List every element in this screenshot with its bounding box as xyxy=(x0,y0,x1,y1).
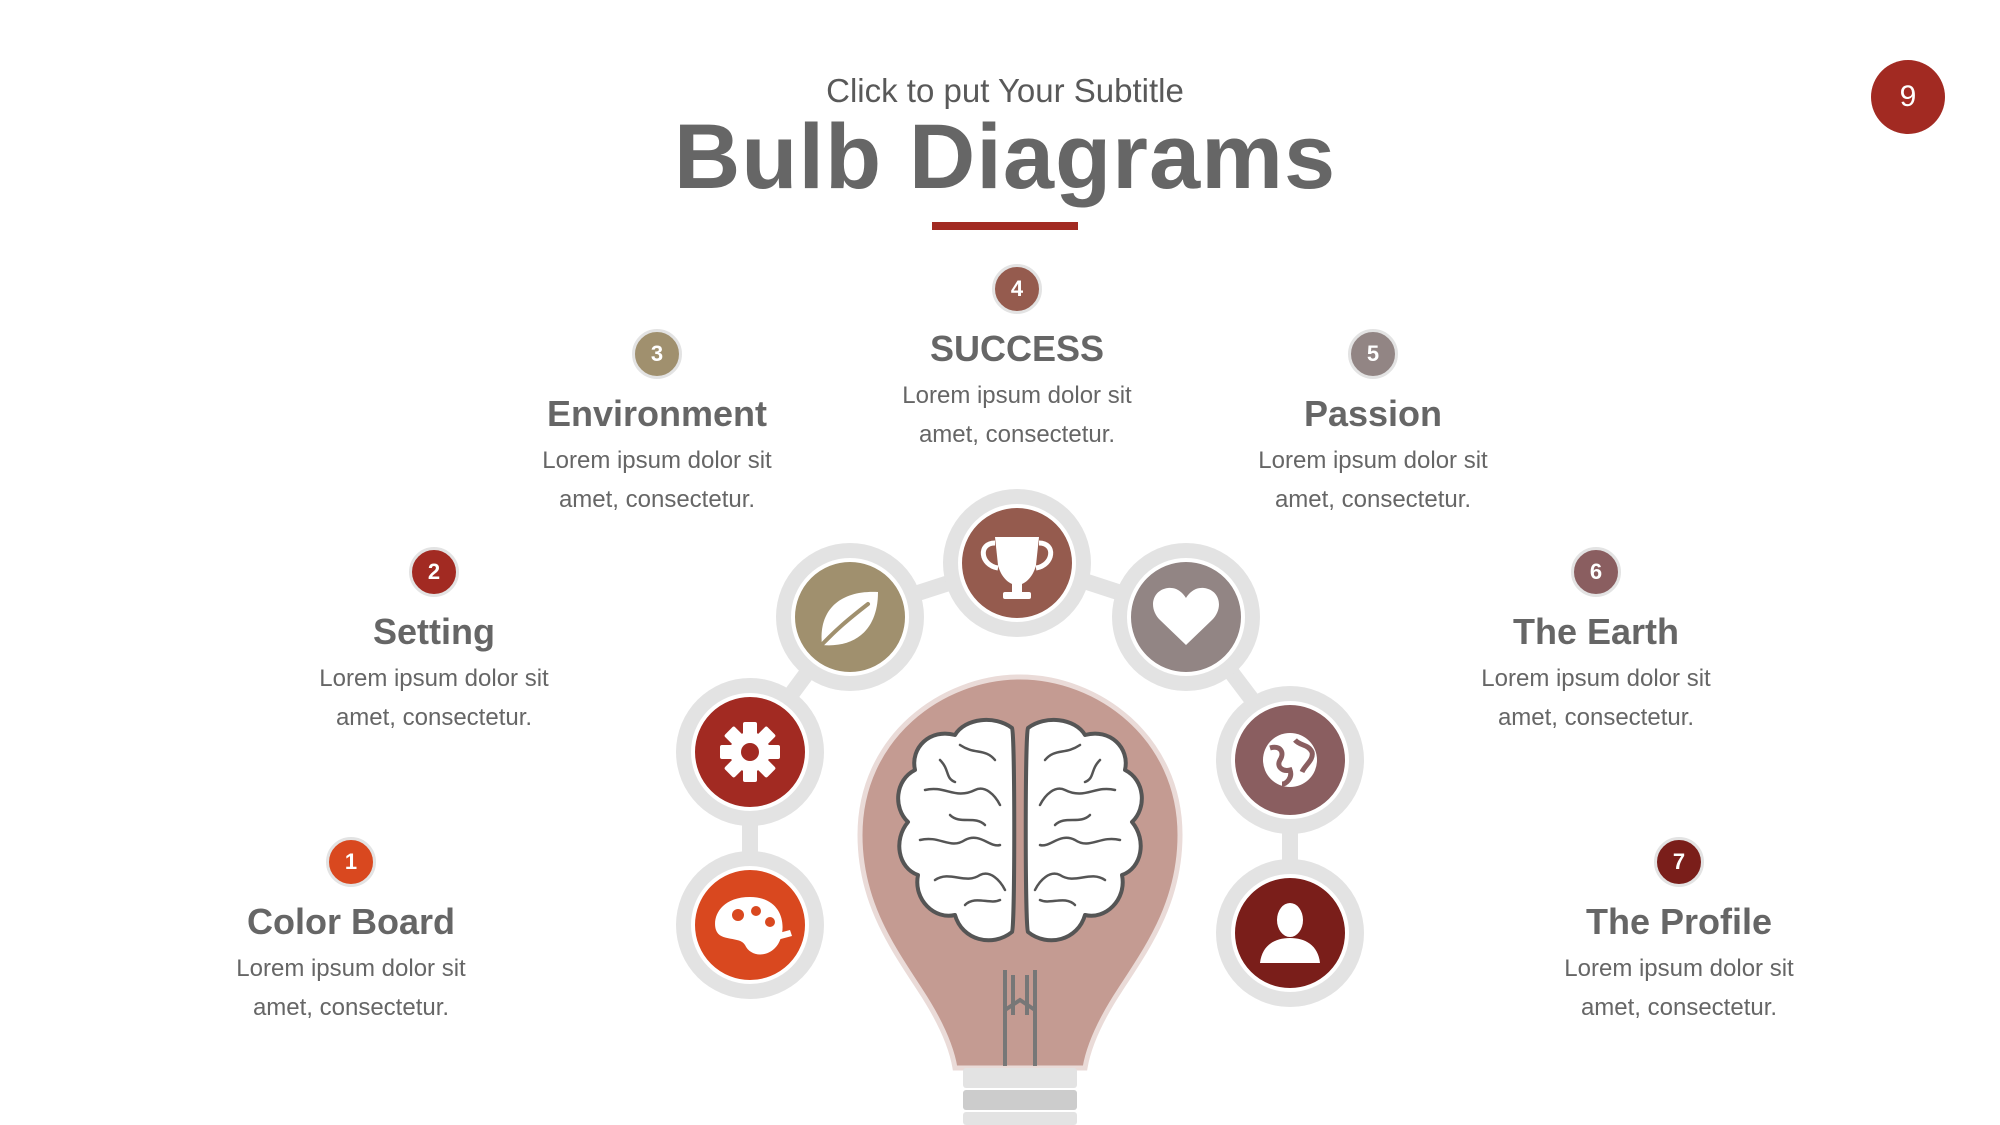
item-the-profile: 7 The Profile Lorem ipsum dolor sit amet… xyxy=(1514,837,1844,1027)
user-icon xyxy=(1260,903,1320,963)
item-title[interactable]: Setting xyxy=(373,611,495,652)
item-description[interactable]: Lorem ipsum dolor sit amet, consectetur. xyxy=(1564,955,1794,1021)
item-number-badge: 6 xyxy=(1571,547,1621,597)
bulb-base xyxy=(963,1068,1077,1125)
slide-subtitle[interactable]: Click to put Your Subtitle xyxy=(826,72,1184,109)
icon-node-4 xyxy=(943,489,1091,637)
icon-node-5 xyxy=(1112,543,1260,691)
title-underline xyxy=(932,222,1078,230)
item-description[interactable]: Lorem ipsum dolor sit amet, consectetur. xyxy=(542,447,772,513)
globe-icon xyxy=(1263,733,1317,787)
palette-icon xyxy=(715,897,792,955)
item-setting: 2 Setting Lorem ipsum dolor sit amet, co… xyxy=(269,547,599,737)
icon-node-6 xyxy=(1216,686,1364,834)
slide-title[interactable]: Bulb Diagrams xyxy=(673,106,1337,208)
item-title[interactable]: Passion xyxy=(1303,393,1443,434)
brain-icon xyxy=(896,717,1144,943)
item-number-badge: 4 xyxy=(992,264,1042,314)
item-number-badge: 7 xyxy=(1654,837,1704,887)
icon-node-7 xyxy=(1216,859,1364,1007)
heart-icon xyxy=(1153,587,1219,645)
item-title[interactable]: The Profile xyxy=(1585,901,1773,942)
item-passion: 5 Passion Lorem ipsum dolor sit amet, co… xyxy=(1208,329,1538,519)
bulb-glass xyxy=(857,674,1183,1071)
item-the-earth: 6 The Earth Lorem ipsum dolor sit amet, … xyxy=(1431,547,1761,737)
icon-node-3 xyxy=(776,543,924,691)
bulb-filament xyxy=(1003,970,1037,1066)
item-number-badge: 5 xyxy=(1348,329,1398,379)
trophy-icon xyxy=(980,537,1054,599)
item-title[interactable]: Environment xyxy=(546,393,768,434)
gear-icon xyxy=(720,722,780,782)
item-title[interactable]: Color Board xyxy=(246,901,455,942)
item-number-badge: 3 xyxy=(632,329,682,379)
item-color-board: 1 Color Board Lorem ipsum dolor sit amet… xyxy=(186,837,516,1027)
item-title[interactable]: The Earth xyxy=(1512,611,1680,652)
item-number-badge: 2 xyxy=(409,547,459,597)
item-description[interactable]: Lorem ipsum dolor sit amet, consectetur. xyxy=(1258,447,1488,513)
item-title[interactable]: SUCCESS xyxy=(929,328,1105,369)
item-description[interactable]: Lorem ipsum dolor sit amet, consectetur. xyxy=(319,665,549,731)
item-description[interactable]: Lorem ipsum dolor sit amet, consectetur. xyxy=(236,955,466,1021)
page-number-badge: 9 xyxy=(1871,60,1945,134)
icon-node-1 xyxy=(676,851,824,999)
item-number-badge: 1 xyxy=(326,837,376,887)
light-bulb xyxy=(857,674,1183,1125)
item-environment: 3 Environment Lorem ipsum dolor sit amet… xyxy=(492,329,822,519)
item-success: 4 SUCCESS Lorem ipsum dolor sit amet, co… xyxy=(852,264,1182,454)
item-description[interactable]: Lorem ipsum dolor sit amet, consectetur. xyxy=(902,382,1132,448)
icon-node-2 xyxy=(676,678,824,826)
leaf-icon xyxy=(813,591,878,654)
item-description[interactable]: Lorem ipsum dolor sit amet, consectetur. xyxy=(1481,665,1711,731)
